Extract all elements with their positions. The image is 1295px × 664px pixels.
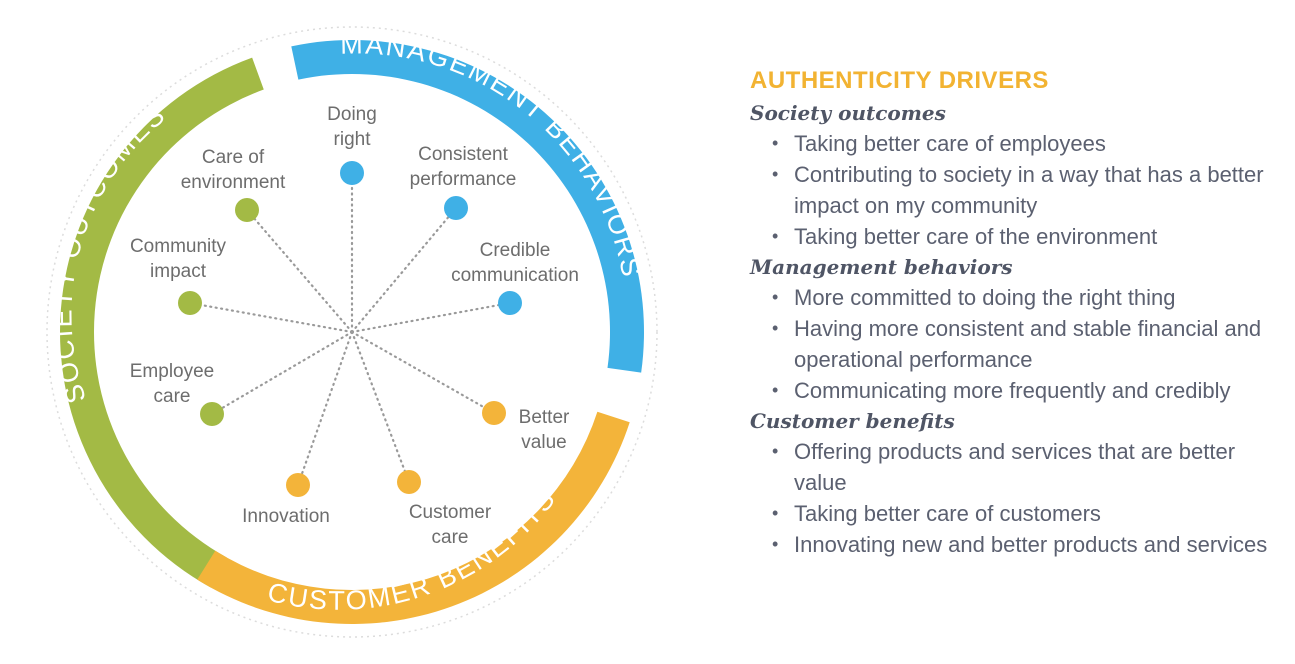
- legend-item: Having more consistent and stable financ…: [772, 313, 1280, 375]
- authenticity-drivers-legend: AUTHENTICITY DRIVERS Society outcomes Ta…: [750, 64, 1280, 560]
- legend-item: More committed to doing the right thing: [772, 282, 1280, 313]
- driver-node-label-line: Credible: [480, 240, 551, 261]
- driver-node-label: Community impact: [130, 236, 227, 282]
- legend-group-heading: Management behaviors: [750, 255, 1013, 279]
- driver-node-label-line: impact: [150, 261, 207, 282]
- driver-node-label: Doing right: [327, 104, 377, 150]
- spoke-line: [350, 301, 512, 334]
- driver-node-label: Employee care: [130, 361, 215, 407]
- driver-node-label-line: performance: [410, 169, 517, 190]
- legend-group-list: More committed to doing the right thing …: [750, 282, 1280, 406]
- spoke-line: [350, 330, 411, 484]
- driver-node-label-line: environment: [181, 172, 286, 193]
- legend-title: AUTHENTICITY DRIVERS: [750, 67, 1049, 94]
- driver-node-label-line: Innovation: [242, 506, 330, 527]
- spoke-line: [350, 330, 496, 415]
- driver-node-label-line: communication: [451, 265, 579, 286]
- driver-node-label-line: right: [334, 129, 372, 150]
- driver-node-label-line: Consistent: [418, 144, 508, 165]
- outer-ring-outline: [46, 26, 658, 638]
- legend-group-heading: Society outcomes: [750, 101, 946, 125]
- driver-node-dot: [498, 291, 522, 315]
- legend-item: Taking better care of the environment: [772, 221, 1280, 252]
- driver-node-label-line: value: [521, 432, 566, 453]
- driver-node-label-line: Doing: [327, 104, 377, 125]
- spokes: [188, 171, 512, 487]
- driver-node-dot: [397, 470, 421, 494]
- driver-node-label-line: Community: [130, 236, 227, 257]
- driver-node-label: Innovation: [242, 506, 330, 527]
- legend-group-list: Offering products and services that are …: [750, 436, 1280, 560]
- ring-segment-customer: [197, 411, 630, 624]
- ring-segment-society: [59, 57, 264, 588]
- spoke-line: [210, 330, 354, 416]
- spoke-line: [350, 206, 458, 334]
- driver-node-dot: [178, 291, 202, 315]
- driver-node-label-line: care: [154, 386, 191, 407]
- legend-group-customer: Customer benefits Offering products and …: [750, 406, 1280, 560]
- legend-item: Communicating more frequently and credib…: [772, 375, 1280, 406]
- spoke-line: [245, 208, 354, 334]
- legend-group-society: Society outcomes Taking better care of e…: [750, 98, 1280, 252]
- legend-item: Taking better care of employees: [772, 128, 1280, 159]
- driver-node-label-line: Care of: [202, 147, 265, 168]
- driver-node-label-line: Better: [519, 407, 570, 428]
- driver-node-label: Credible communication: [451, 240, 579, 286]
- ring-segment-management: [291, 40, 644, 373]
- driver-node-label: Customer care: [409, 502, 492, 548]
- ring-segments: [59, 40, 644, 624]
- legend-item: Contributing to society in a way that ha…: [772, 159, 1280, 221]
- legend-group-heading: Customer benefits: [750, 409, 955, 433]
- spoke-line: [296, 330, 354, 487]
- legend-item: Offering products and services that are …: [772, 436, 1280, 498]
- driver-node-dot: [340, 161, 364, 185]
- legend-group-list: Taking better care of employees Contribu…: [750, 128, 1280, 252]
- driver-node-label-line: Customer: [409, 502, 492, 523]
- driver-node-label: Consistent performance: [410, 144, 517, 190]
- legend-item: Innovating new and better products and s…: [772, 529, 1280, 560]
- driver-node-dot: [286, 473, 310, 497]
- driver-node-label: Care of environment: [181, 147, 286, 193]
- driver-node-dot: [235, 198, 259, 222]
- legend-item: Taking better care of customers: [772, 498, 1280, 529]
- driver-node-label: Better value: [519, 407, 570, 453]
- legend-group-management: Management behaviors More committed to d…: [750, 252, 1280, 406]
- driver-node-label-line: Employee: [130, 361, 215, 382]
- driver-node-dot: [444, 196, 468, 220]
- spoke-line: [188, 301, 354, 334]
- driver-node-dot: [482, 401, 506, 425]
- driver-node-label-line: care: [432, 527, 469, 548]
- driver-node-dot: [200, 402, 224, 426]
